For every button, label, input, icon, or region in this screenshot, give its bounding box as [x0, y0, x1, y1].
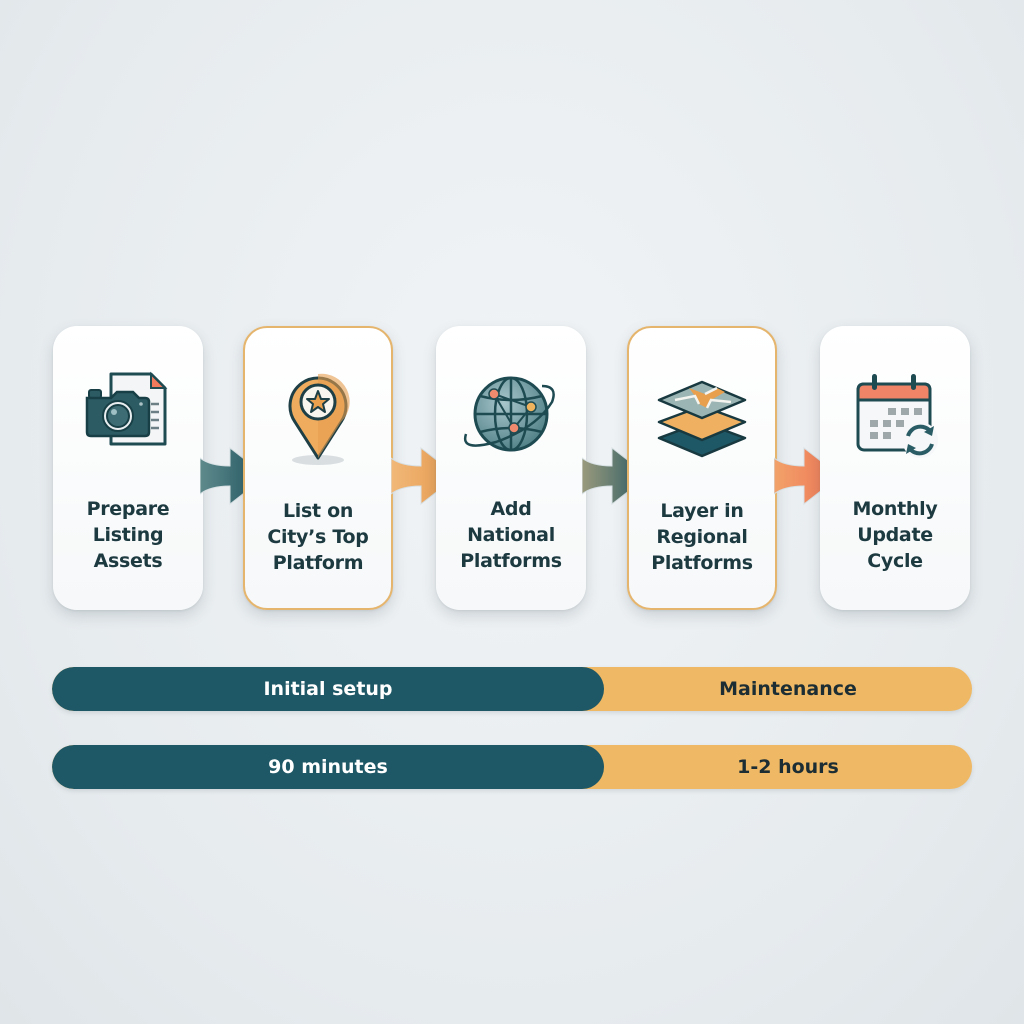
step-card-add-national-platforms: Add National Platforms	[436, 326, 586, 610]
duration-initial-setup: 90 minutes	[52, 745, 604, 789]
step-label: Layer in Regional Platforms	[629, 498, 775, 576]
step-label-line: Platforms	[651, 552, 753, 574]
step-card-monthly-update-cycle: Monthly Update Cycle	[820, 326, 970, 610]
step-label-line: Assets	[93, 550, 163, 572]
globe-network-icon	[463, 376, 555, 452]
map-pin-star-icon	[288, 373, 350, 465]
phase-maintenance: Maintenance	[604, 667, 972, 711]
step-label: Add National Platforms	[436, 496, 586, 574]
phase-bar: Initial setup Maintenance	[52, 667, 972, 711]
phase-maintenance-label: Maintenance	[719, 678, 857, 700]
step-label-line: Prepare	[86, 498, 170, 520]
step-label-line: Cycle	[867, 550, 923, 572]
camera-document-icon	[85, 371, 168, 446]
duration-bar: 90 minutes 1-2 hours	[52, 745, 972, 789]
step-card-prepare-listing-assets: Prepare Listing Assets	[53, 326, 203, 610]
step-label-line: Add	[490, 498, 532, 520]
step-label-line: List on	[282, 500, 354, 522]
step-label-line: National	[467, 524, 555, 546]
step-label-line: Platform	[272, 552, 364, 574]
step-card-layer-in-regional-platforms: Layer in Regional Platforms	[627, 326, 777, 610]
step-label: Monthly Update Cycle	[820, 496, 970, 574]
step-label: List on City’s Top Platform	[245, 498, 391, 576]
step-card-list-on-city-top-platform: List on City’s Top Platform	[243, 326, 393, 610]
calendar-refresh-icon	[856, 374, 938, 458]
step-label-line: Platforms	[460, 550, 562, 572]
step-label-line: Layer in	[660, 500, 744, 522]
duration-initial-label: 90 minutes	[268, 756, 388, 778]
duration-maintenance-label: 1-2 hours	[737, 756, 839, 778]
map-layers-icon	[657, 380, 747, 458]
step-label-line: Listing	[92, 524, 164, 546]
step-label: Prepare Listing Assets	[53, 496, 203, 574]
phase-initial-setup: Initial setup	[52, 667, 604, 711]
step-label-line: City’s Top	[267, 526, 369, 548]
duration-maintenance: 1-2 hours	[604, 745, 972, 789]
phase-initial-label: Initial setup	[263, 678, 393, 700]
step-label-line: Regional	[656, 526, 748, 548]
step-label-line: Monthly	[852, 498, 938, 520]
step-label-line: Update	[857, 524, 933, 546]
